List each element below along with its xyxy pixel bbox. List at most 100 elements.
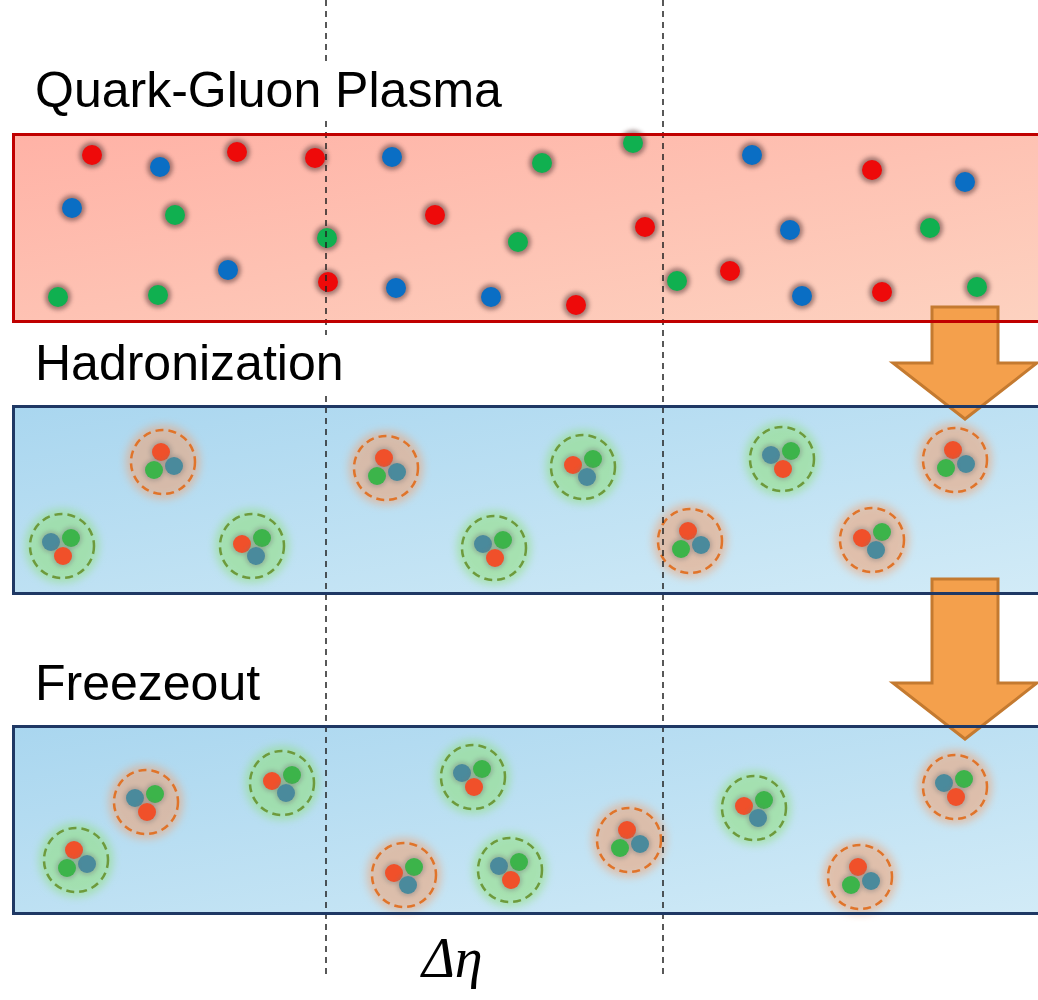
hadron-glow [367, 838, 441, 912]
hadron-glow [745, 422, 819, 496]
quark-dot [532, 153, 552, 173]
hadron-ring [30, 514, 94, 578]
quark-shadow [860, 870, 882, 892]
hadron-glow [215, 509, 289, 583]
quark-shadow [670, 538, 692, 560]
hadron-glow [918, 750, 992, 824]
quark-shadow [136, 801, 158, 823]
quark-shadow [955, 453, 977, 475]
quark-dot [937, 459, 955, 477]
quark-dot [218, 260, 238, 280]
quark-dot [253, 529, 271, 547]
hadron-ring [658, 509, 722, 573]
quark-shadow [484, 547, 506, 569]
quark-dot [920, 218, 940, 238]
hadron-ring [372, 843, 436, 907]
quark-shadow [609, 837, 631, 859]
hadron-ring [441, 745, 505, 809]
hadron-glow [823, 840, 897, 914]
hadron-glow [835, 503, 909, 577]
quark-shadow [945, 786, 967, 808]
dashed-line [325, 0, 327, 975]
quark-shadow [45, 284, 71, 310]
quark-dot [780, 220, 800, 240]
quark-shadow [664, 268, 690, 294]
quark-dot [955, 770, 973, 788]
quark-shadow [632, 214, 658, 240]
hadron-glow [717, 771, 791, 845]
block-arrow [893, 579, 1037, 739]
quark-shadow [145, 282, 171, 308]
hadron-ring [462, 516, 526, 580]
quark-shadow [478, 284, 504, 310]
quark-dot [957, 455, 975, 473]
quark-dot [165, 457, 183, 475]
band-fill [12, 133, 1038, 323]
quark-dot [955, 172, 975, 192]
quark-dot [150, 157, 170, 177]
quark-dot [692, 536, 710, 554]
quark-dot [62, 198, 82, 218]
quark-shadow [964, 274, 990, 300]
quark-shadow [505, 229, 531, 255]
quark-dot [494, 531, 512, 549]
quark-dot [146, 785, 164, 803]
hadron-glow [245, 746, 319, 820]
quark-dot [227, 142, 247, 162]
quark-shadow [422, 202, 448, 228]
quark-dot [277, 784, 295, 802]
quark-dot [672, 540, 690, 558]
quark-shadow [772, 458, 794, 480]
dashed-line [662, 0, 664, 975]
quark-dot [283, 766, 301, 784]
quark-shadow [314, 225, 340, 251]
band-fill [12, 725, 1038, 915]
quark-dot [947, 788, 965, 806]
quark-dot [318, 272, 338, 292]
quark-dot [317, 228, 337, 248]
quark-dot [405, 858, 423, 876]
quark-shadow [747, 807, 769, 829]
quark-dot [578, 468, 596, 486]
hadron-ring [220, 514, 284, 578]
quark-dot [382, 147, 402, 167]
quark-dot [247, 547, 265, 565]
quark-shadow [717, 258, 743, 284]
hadron-ring [131, 430, 195, 494]
quark-dot [305, 148, 325, 168]
hadron-ring [114, 770, 178, 834]
quark-dot [486, 549, 504, 567]
quark-dot [631, 835, 649, 853]
quark-dot [792, 286, 812, 306]
quark-shadow [690, 534, 712, 556]
quark-shadow [529, 150, 555, 176]
quark-dot [611, 839, 629, 857]
block-arrow [893, 307, 1037, 419]
quark-shadow [163, 455, 185, 477]
hadron-glow [39, 823, 113, 897]
quark-dot [508, 232, 528, 252]
quark-shadow [379, 144, 405, 170]
hadron-glow [653, 504, 727, 578]
stage-band: Quark-Gluon Plasma [0, 62, 1038, 323]
quark-dot [873, 523, 891, 541]
quark-dot [58, 859, 76, 877]
stage-band: Hadronization [0, 335, 1038, 595]
hadron-glow [109, 765, 183, 839]
quark-shadow [500, 869, 522, 891]
quark-dot [425, 205, 445, 225]
quark-dot [967, 277, 987, 297]
quark-shadow [917, 215, 943, 241]
hadron-ring [750, 427, 814, 491]
hadron-glow [918, 423, 992, 497]
quark-dot [842, 876, 860, 894]
quark-shadow [563, 292, 589, 318]
band-outline [12, 405, 1038, 595]
hadron-glow [473, 833, 547, 907]
quark-dot [862, 872, 880, 890]
quark-dot [78, 855, 96, 873]
quark-shadow [859, 157, 885, 183]
quark-shadow [143, 459, 165, 481]
quark-dot [386, 278, 406, 298]
hadron-glow [436, 740, 510, 814]
